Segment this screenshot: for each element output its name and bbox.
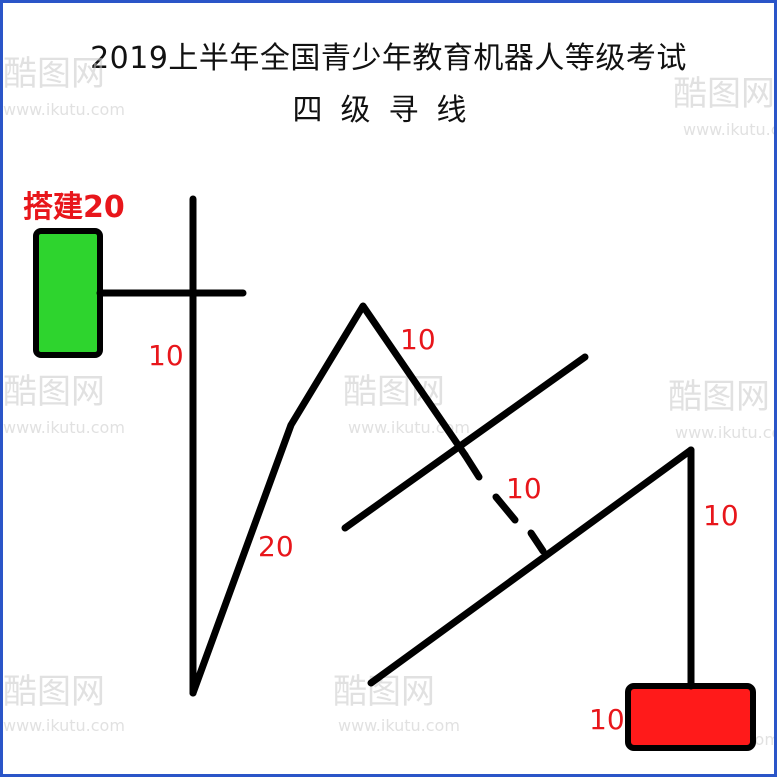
track-zigzag — [189, 302, 469, 697]
segment-label: 10 — [148, 339, 184, 372]
watermark-url: www.ikutu.com — [683, 120, 774, 139]
watermark-url: www.ikutu.com — [3, 100, 125, 119]
title-line-2: 四级寻线 — [292, 93, 485, 128]
segment-label: 10 — [703, 499, 739, 532]
watermark-brand: 酷图网 — [673, 74, 774, 114]
watermark-brand: 酷图网 — [3, 372, 105, 412]
segment-label: 10 — [589, 703, 625, 736]
watermark-url: www.ikutu.com — [3, 418, 125, 437]
watermark-brand: 酷图网 — [668, 377, 770, 417]
watermark-brand: 酷图网 — [3, 54, 105, 94]
track-diagram: 酷图网 www.ikutu.com 酷图网 www.ikutu.com 酷图网 … — [3, 54, 774, 751]
track-dash-3 — [527, 529, 547, 555]
start-block — [33, 228, 103, 358]
segment-label: 10 — [506, 472, 542, 505]
watermark-brand: 酷图网 — [333, 672, 435, 712]
start-label: 搭建20 — [23, 190, 125, 225]
watermark-url: www.ikutu.com — [3, 716, 125, 735]
watermarks: 酷图网 www.ikutu.com 酷图网 www.ikutu.com 酷图网 … — [3, 54, 774, 749]
track-dash-1 — [461, 451, 483, 481]
watermark-brand: 酷图网 — [3, 672, 105, 712]
watermark-url: www.ikutu.com — [675, 423, 774, 442]
segment-label: 20 — [258, 530, 294, 563]
segment-label: 10 — [400, 323, 436, 356]
finish-block — [625, 683, 756, 751]
track-diagonal-lower — [367, 446, 695, 687]
title-line-1: 2019上半年全国青少年教育机器人等级考试 — [90, 41, 687, 76]
track-dash-2 — [492, 493, 519, 524]
track-parallel-line — [341, 353, 589, 532]
watermark-url: www.ikutu.com — [338, 716, 460, 735]
